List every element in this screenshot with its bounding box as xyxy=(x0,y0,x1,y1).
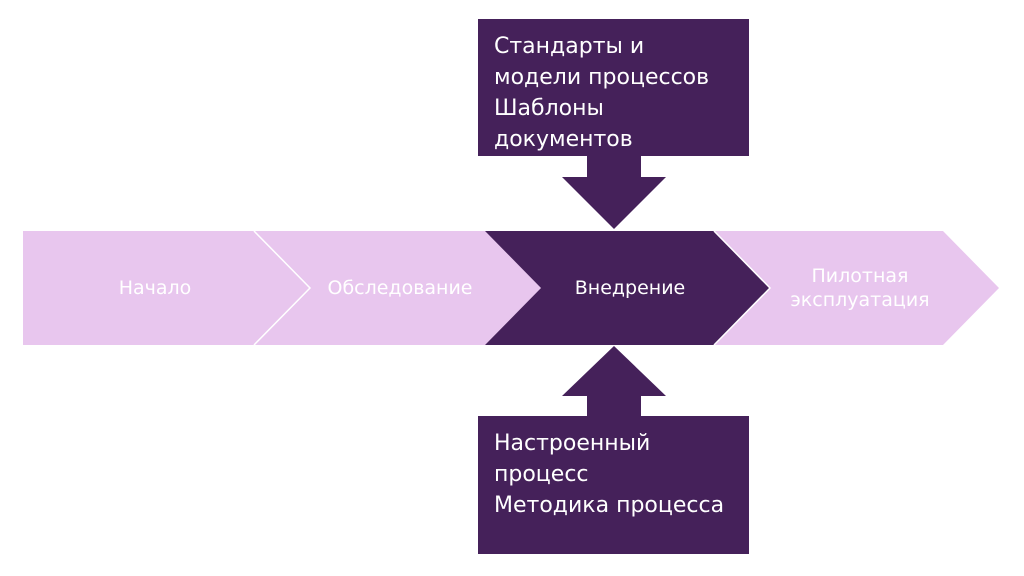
step-shape-deploy xyxy=(485,231,770,345)
up-arrow xyxy=(562,346,666,416)
step-label-deploy: Внедрение xyxy=(520,230,740,346)
step-label-pilot: Пилотная эксплуатация xyxy=(770,230,950,346)
box-line: модели процессов xyxy=(494,65,710,90)
box-line: Настроенный xyxy=(494,431,651,456)
step-shape-start xyxy=(23,231,310,345)
box-line: Методика процесса xyxy=(494,493,725,518)
step-label-start: Начало xyxy=(60,230,250,346)
box-line: документов xyxy=(494,127,633,152)
output-process-box: Настроенный процесс Методика процесса xyxy=(478,416,749,554)
step-label-text: Пилотная эксплуатация xyxy=(790,265,930,311)
down-arrow xyxy=(562,156,666,229)
step-label-text: Обследование xyxy=(327,277,473,299)
step-label-survey: Обследование xyxy=(300,230,500,346)
step-shape-pilot xyxy=(714,231,999,345)
step-label-text: Внедрение xyxy=(574,277,686,299)
step-label-text: Начало xyxy=(118,277,192,299)
box-line: Шаблоны xyxy=(494,96,604,121)
box-line: Стандарты и xyxy=(494,34,645,59)
separator-line xyxy=(713,230,772,346)
separator-line xyxy=(253,230,312,346)
input-standards-box: Стандарты и модели процессов Шаблоны док… xyxy=(478,19,749,156)
box-line: процесс xyxy=(494,462,589,487)
step-shape-survey xyxy=(254,231,541,345)
